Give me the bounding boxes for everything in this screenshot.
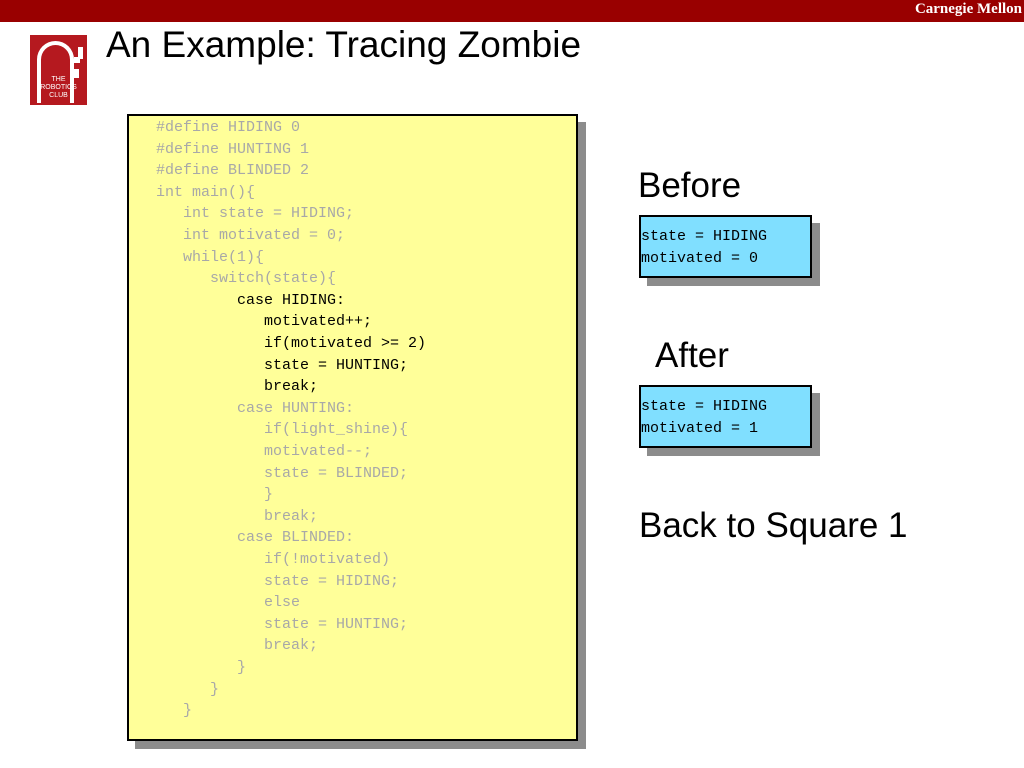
- after-state-box: state = HIDING motivated = 1: [639, 385, 812, 448]
- code-line: int state = HIDING;: [183, 205, 355, 223]
- logo-text-line: THE: [51, 76, 66, 83]
- after-label: After: [655, 336, 729, 375]
- code-line: motivated--;: [264, 443, 373, 460]
- code-line: switch(state){: [210, 270, 337, 288]
- code-line: state = HUNTING;: [264, 356, 409, 374]
- state-line: state = HIDING: [641, 398, 768, 415]
- code-line: state = HUNTING;: [264, 615, 409, 633]
- code-line: #define BLINDED 2: [156, 162, 310, 180]
- code-line: if(motivated >= 2): [264, 335, 427, 352]
- code-line: while(1){: [183, 248, 265, 266]
- code-line: break;: [264, 507, 319, 525]
- code-line: }: [183, 702, 193, 720]
- code-line: if(!motivated): [264, 551, 391, 568]
- logo-text-line: CLUB: [49, 92, 68, 99]
- code-line: #define HUNTING 1: [156, 140, 310, 158]
- code-line: else: [264, 594, 301, 612]
- code-listing: #define HIDING 0 #define HUNTING 1 #define…: [127, 114, 578, 741]
- slide-title: An Example: Tracing Zombie: [106, 24, 582, 65]
- state-line: state = HIDING: [641, 228, 768, 245]
- code-line: #define HIDING 0: [156, 119, 301, 136]
- code-line: break;: [264, 637, 319, 655]
- code-line: state = BLINDED;: [264, 464, 409, 482]
- logo-block: [70, 69, 79, 78]
- code-line: case BLINDED:: [237, 529, 355, 547]
- brand-text: Carnegie Mellon: [914, 1, 1022, 17]
- robotics-club-logo: THE ROBOTICS CLUB: [30, 35, 87, 105]
- code-line: int motivated = 0;: [183, 227, 346, 244]
- code-line: motivated++;: [264, 313, 373, 331]
- before-label: Before: [638, 166, 742, 205]
- code-line: }: [210, 680, 220, 698]
- code-line: if(light_shine){: [264, 421, 409, 439]
- before-state-box: state = HIDING motivated = 0: [639, 215, 812, 278]
- code-line: case HIDING:: [237, 291, 346, 309]
- code-line: }: [237, 659, 247, 676]
- logo-text-line: ROBOTICS: [40, 84, 77, 91]
- code-line: }: [264, 486, 274, 504]
- header-bar: Carnegie Mellon: [0, 0, 1024, 22]
- code-line: case HUNTING:: [237, 399, 355, 417]
- back-to-square-note: Back to Square 1: [639, 506, 908, 545]
- logo-block: [78, 47, 83, 59]
- code-line: break;: [264, 378, 319, 396]
- code-line: state = HIDING;: [264, 572, 400, 590]
- logo-block: [74, 57, 80, 63]
- motivated-line: motivated = 1: [641, 419, 759, 437]
- code-line: int main(){: [156, 183, 256, 201]
- motivated-line: motivated = 0: [641, 249, 759, 267]
